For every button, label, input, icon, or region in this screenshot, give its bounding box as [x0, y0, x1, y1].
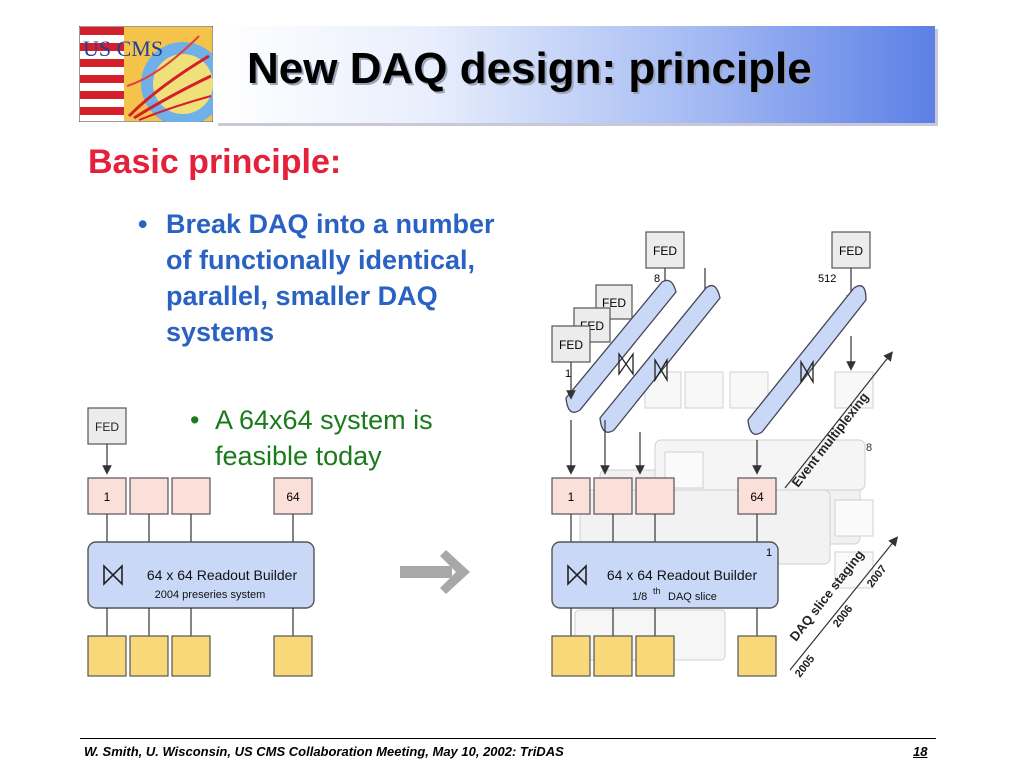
left-input-box: [171, 477, 211, 515]
right-output-box: [737, 635, 777, 677]
fed-number: 1: [565, 368, 571, 380]
right-builder-subtitle-sup: th: [653, 586, 661, 596]
builder-index: 1: [766, 547, 772, 559]
title-bar: [215, 26, 935, 123]
right-input-box: [635, 477, 675, 515]
bullet-sub-text: A 64x64 system is feasible today: [215, 405, 433, 471]
right-fed-box: [645, 231, 685, 269]
footer-divider: [80, 738, 936, 739]
switch-icon: [567, 564, 587, 586]
right-fed-box: [551, 325, 591, 363]
right-input-box: [593, 477, 633, 515]
right-fed-label: FED: [559, 338, 583, 352]
left-builder-box: [87, 541, 315, 609]
left-output-box: [87, 635, 127, 677]
right-output-box: [551, 635, 591, 677]
section-heading: Basic principle:: [88, 143, 342, 181]
left-output-box: [171, 635, 211, 677]
staging-axis: [789, 536, 899, 671]
right-builder-subtitle-post: DAQ slice: [668, 591, 717, 603]
slide-title: New DAQ design: principle: [247, 44, 812, 93]
footer-text: W. Smith, U. Wisconsin, US CMS Collabora…: [84, 744, 564, 759]
right-fed-box: [831, 231, 871, 269]
back-slice-index: 8: [866, 442, 872, 454]
multiplexer-switch: [565, 279, 677, 413]
fed-number: 8: [654, 273, 660, 285]
left-fed-label: FED: [95, 420, 119, 434]
left-output-box: [129, 635, 169, 677]
us-cms-logo: US CMS: [78, 25, 225, 126]
left-fed-box: [87, 407, 127, 445]
right-input-box: [551, 477, 591, 515]
left-output-box: [273, 635, 313, 677]
multiplexer-switch: [747, 285, 867, 435]
left-builder-title: 64 x 64 Readout Builder: [147, 567, 298, 583]
right-builder-subtitle-pre: 1/8: [632, 591, 647, 603]
right-fed-label: FED: [653, 244, 677, 258]
left-input-label: 1: [104, 490, 111, 504]
multiplexer-switch: [599, 284, 721, 433]
multiplexing-axis: [784, 351, 893, 489]
right-output-box: [593, 635, 633, 677]
switch-icon: [103, 564, 123, 586]
right-output-box: [635, 635, 675, 677]
left-input-box: [129, 477, 169, 515]
right-fed-label: FED: [602, 296, 626, 310]
right-builder-box: [551, 541, 779, 609]
bullet-icon: •: [190, 405, 200, 435]
transition-arrow-icon: [400, 550, 470, 594]
year-label: 2005: [793, 653, 818, 680]
fed-number: 512: [818, 273, 836, 285]
left-builder-subtitle: 2004 preseries system: [155, 589, 266, 601]
right-builder-title: 64 x 64 Readout Builder: [607, 567, 758, 583]
left-diagram: FED 1 64 64 x 64 Readout Builder 2004 pr…: [87, 407, 315, 677]
logo-text: US CMS: [83, 36, 163, 61]
left-input-label: 64: [286, 490, 300, 504]
year-label: 2006: [831, 603, 856, 630]
page-number: 18: [913, 744, 928, 759]
bullet-main-text: Break DAQ into a number of functionally …: [166, 209, 495, 347]
right-fed-label: FED: [839, 244, 863, 258]
right-diagram: 8 FED FED FED 1 FED 8 FED 512: [551, 231, 899, 680]
right-input-label: 64: [750, 490, 764, 504]
right-input-label: 1: [568, 490, 575, 504]
bullet-icon: •: [138, 209, 148, 239]
